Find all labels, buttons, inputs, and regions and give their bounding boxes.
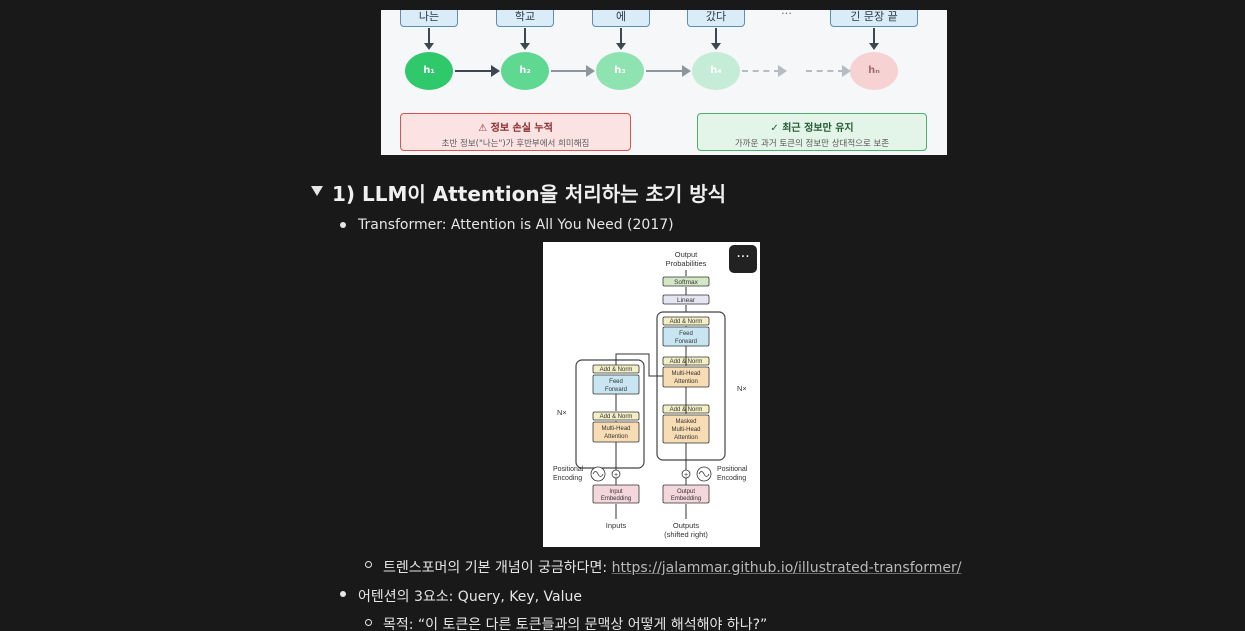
info-recent-box: ✓ 최근 정보만 유지 가까운 과거 토큰의 정보만 상대적으로 보존 [697,113,927,151]
arrow-down-1 [424,28,434,50]
fig-dec-mmha-1: Masked [675,419,696,425]
fig-enc-pos-2: Encoding [553,475,582,482]
hidden-state-node-n: hₙ [850,52,898,90]
fig-linear: Linear [677,297,696,304]
fig-output-prob-2: Probabilities [666,259,707,268]
toggle-triangle-icon[interactable] [311,186,323,196]
hidden-state-node-3: h₃ [596,52,644,90]
fig-dec-mha-1: Multi-Head [671,371,700,377]
info-loss-box: ⚠ 정보 손실 누적 초반 정보("나는")가 후반부에서 희미해짐 [400,113,631,151]
arrow-down-2 [520,28,530,50]
hidden-state-node-4: h₄ [692,52,740,90]
arrow-down-n [869,28,879,50]
fig-enc-mha-1: Multi-Head [601,426,630,432]
bullet-transformer: Transformer: Attention is All You Need (… [358,217,674,233]
fig-input-emb-2: Embedding [601,496,631,502]
fig-dec-mmha-2: Multi-Head [671,427,700,433]
word-box-3: 에 [592,10,650,27]
arrow-down-4 [711,28,721,50]
fig-dec-mha-2: Attention [674,379,698,385]
word-box-n: 긴 문장 끝 [830,10,918,27]
fig-output-emb-2: Embedding [671,496,701,502]
hidden-state-node-1: h₁ [405,52,453,90]
fig-dec-pos-1: Positional [717,466,748,473]
fig-enc-mha-2: Attention [604,434,628,440]
section-heading: 1) LLM이 Attention을 처리하는 초기 방식 [332,182,727,206]
svg-text:+: + [614,472,618,479]
fig-dec-pos-2: Encoding [717,475,746,482]
transformer-figure-image: Output Probabilities Softmax Linear Add … [543,242,760,547]
sub-bullet-purpose: 목적: “이 토큰은 다른 토큰들과의 문맥상 어떻게 해석해야 하나?” [383,617,768,631]
fig-dec-mmha-3: Attention [674,435,698,441]
ellipsis-label: … [781,10,792,17]
bullet-dot-2 [340,591,346,597]
fig-dec-ff-1: Feed [679,331,693,337]
image-more-options-button[interactable]: ··· [729,245,757,273]
word-box-1: 나는 [400,10,458,27]
info-recent-title: ✓ 최근 정보만 유지 [770,123,854,134]
fig-enc-ff-1: Feed [609,379,623,385]
flow-arrow-2 [551,65,595,77]
fig-enc-addnorm-2: Add & Norm [600,367,633,373]
info-loss-subtitle: 초반 정보("나는")가 후반부에서 희미해짐 [441,139,590,149]
sub-bullet-prefix: 트렌스포머의 기본 개념이 궁금하다면: [383,560,612,576]
fig-dec-nx: N× [737,384,747,393]
fig-output-prob-1: Output [675,250,698,259]
svg-text:+: + [684,472,688,479]
flow-arrow-5 [806,65,851,77]
fig-enc-ff-2: Forward [605,387,627,393]
hidden-state-node-2: h₂ [501,52,549,90]
fig-enc-pos-1: Positional [553,466,584,473]
bullet-dot-1 [340,222,346,228]
sub-bullet-link-line: 트렌스포머의 기본 개념이 궁금하다면: https://jalammar.gi… [383,557,961,577]
fig-outputs-1: Outputs [673,521,700,530]
word-box-4: 갔다 [687,10,745,27]
bullet-hollow-2 [365,619,372,626]
flow-arrow-4 [742,65,787,77]
fig-inputs: Inputs [606,521,627,530]
fig-enc-addnorm-1: Add & Norm [600,414,633,420]
flow-arrow-1 [455,65,500,77]
illustrated-transformer-link[interactable]: https://jalammar.github.io/illustrated-t… [611,560,962,576]
fig-outputs-2: (shifted right) [664,530,708,539]
arrow-down-3 [616,28,626,50]
info-recent-subtitle: 가까운 과거 토큰의 정보만 상대적으로 보존 [734,139,890,149]
fig-input-emb-1: Input [609,489,623,495]
fig-output-emb-1: Output [677,489,695,495]
fig-dec-addnorm-3: Add & Norm [670,319,703,325]
flow-arrow-3 [646,65,691,77]
fig-softmax: Softmax [674,279,699,286]
bullet-attention-elements: 어텐션의 3요소: Query, Key, Value [358,589,582,605]
fig-dec-ff-2: Forward [675,339,697,345]
info-loss-title: ⚠ 정보 손실 누적 [478,123,553,134]
bullet-hollow-1 [365,561,372,568]
fig-enc-nx: N× [557,408,567,417]
rnn-diagram-image: 나는 학교 에 갔다 … 긴 문장 끝 h₁ h₂ h₃ h₄ hₙ ⚠ 정보 … [381,10,947,155]
word-box-2: 학교 [496,10,554,27]
